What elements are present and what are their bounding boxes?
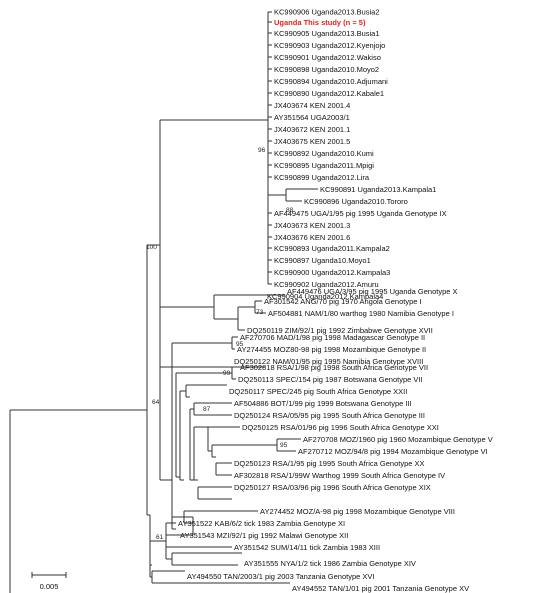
leaf-label: AF301542 ANG/70 pig 1970 Angola Genotype… (264, 297, 422, 306)
leaf-label: AF449476 UGA/3/95 pig 1995 Uganda Genoty… (287, 287, 458, 296)
leaf-label: KC990893 Uganda2011.Kampala2 (274, 244, 390, 253)
leaf-label: KC990906 Uganda2013.Busia2 (274, 8, 380, 17)
leaf-label: KC990905 Uganda2013.Busia1 (274, 29, 380, 38)
leaf-label: DQ250123 RSA/1/95 pig 1995 South Africa … (234, 459, 425, 468)
leaf-label: KC990891 Uganda2013.Kampala1 (320, 185, 436, 194)
leaf-label: AF270708 MOZ/1960 pig 1960 Mozambique Ge… (303, 435, 493, 444)
leaf-label: AY494550 TAN/2003/1 pig 2003 Tanzania Ge… (187, 572, 375, 581)
leaf-label: KC990896 Uganda2010.Tororo (304, 197, 408, 206)
leaf-label: DQ250119 ZIM/92/1 pig 1992 Zimbabwe Geno… (247, 326, 433, 335)
leaf-label: JX403672 KEN 2001.1 (274, 125, 350, 134)
leaf-label: AY494552 TAN/1/01 pig 2001 Tanzania Geno… (292, 584, 469, 593)
bootstrap-value: 87 (203, 406, 211, 413)
leaf-label: KC990903 Uganda2012.Kyenjojo (274, 41, 385, 50)
leaf-label: AF504886 BOT/1/99 pig 1999 Botswana Geno… (234, 399, 412, 408)
leaf-label: AF504881 NAM/1/80 warthog 1980 Namibia G… (268, 309, 454, 318)
scale-bar: 0.005 (31, 572, 67, 591)
leaf-label: AY351542 SUM/14/11 tick Zambia 1983 XIII (234, 543, 380, 552)
leaf-label: AF302818 RSA/1/98 pig 1998 South Africa … (240, 363, 428, 372)
bootstrap-value: 73 (256, 309, 264, 316)
leaf-label: KC990901 Uganda2012.Wakiso (274, 53, 381, 62)
leaf-labels: KC990906 Uganda2013.Busia2 Uganda This s… (178, 8, 493, 593)
leaf-label: KC990894 Uganda2010.Adjumani (274, 77, 388, 86)
bootstrap-value: 61 (156, 534, 164, 541)
leaf-label: KC990900 Uganda2012.Kampala3 (274, 268, 390, 277)
scale-bar-label: 0.005 (40, 582, 59, 591)
bootstrap-values: 96 88 100 73 95 99 87 64 95 61 (146, 147, 294, 541)
leaf-label: KC990890 Uganda2012.Kabale1 (274, 89, 384, 98)
bootstrap-value: 100 (146, 244, 157, 251)
leaf-label-this-study: Uganda This study (n = 5) (274, 18, 366, 27)
leaf-label: AF270706 MAD/1/98 pig 1998 Madagascar Ge… (240, 333, 425, 342)
leaf-label: KC990904 Uganda2012.Kampala4 (267, 292, 383, 301)
leaf-label: AY351522 KAB/6/2 tick 1983 Zambia Genoty… (178, 519, 345, 528)
tree-branches (9, 11, 318, 593)
leaf-label: KC990895 Uganda2011.Mpigi (274, 161, 374, 170)
leaf-label: KC990902 Uganda2012.Amuru (274, 280, 379, 289)
leaf-label: DQ250117 SPEC/245 pig South Africa Genot… (229, 387, 407, 396)
leaf-label: JX403673 KEN 2001.3 (274, 221, 350, 230)
leaf-label: AY351555 NYA/1/2 tick 1986 Zambia Genoty… (244, 559, 416, 568)
bootstrap-value: 64 (152, 399, 160, 406)
bootstrap-value: 95 (280, 442, 288, 449)
leaf-label: KC990899 Uganda2012.Lira (274, 173, 370, 182)
bootstrap-value: 88 (286, 207, 294, 214)
leaf-label: AY351564 UGA2003/1 (274, 113, 350, 122)
leaf-label: AF270712 MOZ/94/8 pig 1994 Mozambique Ge… (298, 447, 488, 456)
leaf-label: KC990892 Uganda2010.Kumi (274, 149, 374, 158)
leaf-label: DQ250122 NAM/01/95 pig 1995 Namibia Geno… (234, 357, 423, 366)
leaf-label: DQ250125 RSA/01/96 pig 1996 South Africa… (242, 423, 439, 432)
leaf-label: AF302818 RSA/1/99W Warthog 1999 South Af… (234, 471, 445, 480)
bootstrap-value: 95 (236, 341, 244, 348)
leaf-label: AY274455 MOZ80-98 pig 1998 Mozambique Ge… (237, 345, 426, 354)
bootstrap-value: 99 (223, 370, 231, 377)
leaf-label: AF449475 UGA/1/95 pig 1995 Uganda Genoty… (274, 209, 447, 218)
leaf-label: JX403675 KEN 2001.5 (274, 137, 350, 146)
leaf-label: DQ250127 RSA/03/96 pig 1996 South Africa… (234, 483, 431, 492)
bootstrap-value: 96 (258, 147, 266, 154)
leaf-label: KC990898 Uganda2010.Moyo2 (274, 65, 379, 74)
leaf-label: AY351543 MZI/92/1 pig 1992 Malawi Genoty… (180, 531, 348, 540)
leaf-label: DQ250124 RSA/05/95 pig 1995 South Africa… (234, 411, 425, 420)
leaf-label: KC990897 Uganda10.Moyo1 (274, 256, 371, 265)
leaf-label: JX403674 KEN 2001.4 (274, 101, 350, 110)
leaf-label: AY274452 MOZ/A-98 pig 1998 Mozambique Ge… (260, 507, 455, 516)
leaf-label: DQ250113 SPEC/154 pig 1987 Botswana Geno… (238, 375, 423, 384)
leaf-label: JX403676 KEN 2001.6 (274, 233, 350, 242)
